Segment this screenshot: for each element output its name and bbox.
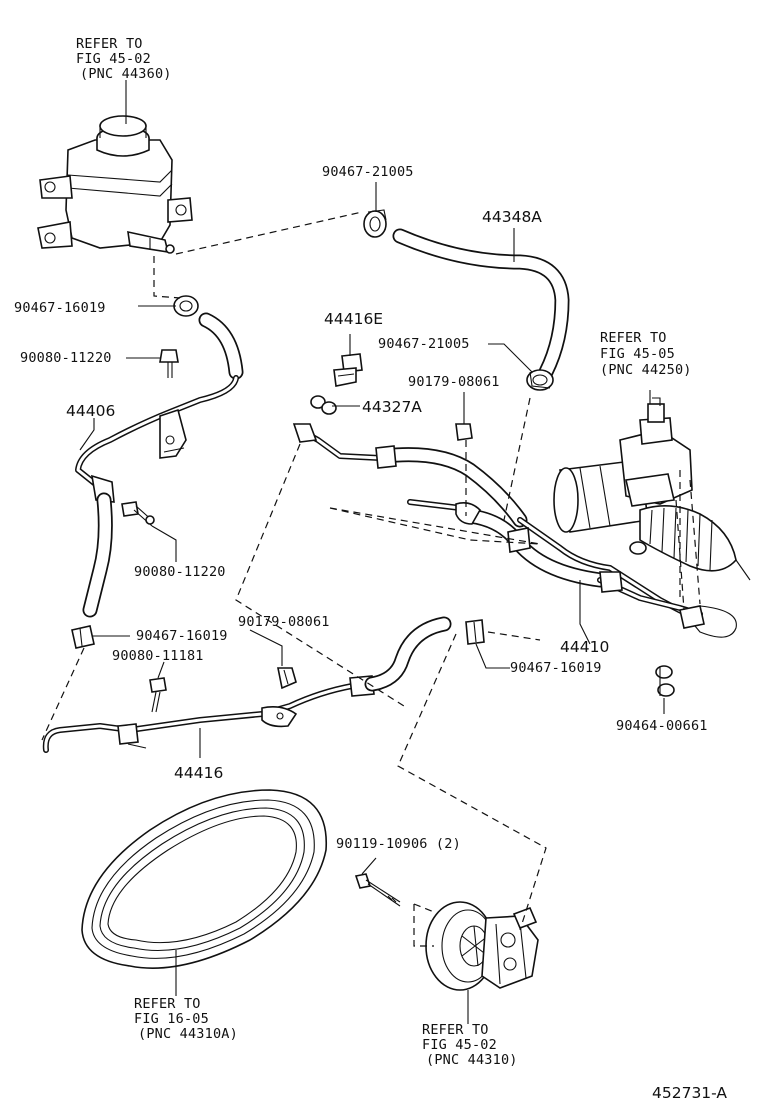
label-44416: 44416 bbox=[174, 764, 223, 782]
clamp-90467-21005-mid bbox=[526, 369, 554, 391]
bolt-90080-11220-top bbox=[159, 349, 179, 378]
callout-gear-ref: REFER TO FIG 45-05 (PNC 44250) bbox=[600, 330, 692, 378]
bolt-90119-10906 bbox=[354, 873, 401, 907]
label-90467-21005-top: 90467-21005 bbox=[322, 164, 414, 180]
gear-ref-line-1: REFER TO bbox=[600, 330, 667, 346]
reservoir-ref-line-3: (PNC 44360) bbox=[80, 66, 172, 82]
reservoir-tank bbox=[37, 115, 193, 254]
union-bolt-44416e bbox=[333, 353, 363, 387]
label-44416e: 44416E bbox=[324, 310, 383, 328]
pressure-hose-44410 bbox=[292, 423, 737, 638]
label-90179-08061-low: 90179-08061 bbox=[238, 614, 330, 630]
reservoir-ref-line-2: FIG 45-02 bbox=[76, 51, 151, 67]
pressure-tube-44416 bbox=[42, 675, 375, 753]
steering-gear-assembly bbox=[553, 397, 751, 581]
clamp-90464-00661 bbox=[655, 665, 675, 697]
hose-lower-middle bbox=[364, 616, 452, 692]
label-90080-11181: 90080-11181 bbox=[112, 648, 204, 664]
pump-ref-line-3: (PNC 44310) bbox=[426, 1052, 518, 1068]
label-44406: 44406 bbox=[66, 402, 115, 420]
callout-reservoir-ref: REFER TO FIG 45-02 (PNC 44360) bbox=[76, 36, 172, 82]
leader-lines bbox=[79, 80, 665, 1024]
label-90464-00661: 90464-00661 bbox=[616, 718, 708, 734]
label-90179-08061-mid: 90179-08061 bbox=[408, 374, 500, 390]
return-hose-44348a bbox=[392, 228, 570, 380]
clamp-90467-16019-low bbox=[71, 625, 95, 649]
clamp-90467-21005-top bbox=[363, 209, 387, 238]
gear-ref-line-3: (PNC 44250) bbox=[600, 362, 692, 378]
reservoir-ref-line-1: REFER TO bbox=[76, 36, 143, 52]
drive-belt bbox=[81, 789, 327, 969]
label-90467-21005-mid: 90467-21005 bbox=[378, 336, 470, 352]
belt-ref-line-3: (PNC 44310A) bbox=[138, 1026, 238, 1042]
clip-90179-08061-mid bbox=[455, 423, 473, 441]
flow-path-dashes bbox=[41, 211, 701, 947]
belt-ref-line-1: REFER TO bbox=[134, 996, 201, 1012]
label-90119-10906: 90119-10906 (2) bbox=[336, 836, 461, 852]
clamp-90467-16019-right bbox=[465, 619, 485, 645]
label-44410: 44410 bbox=[560, 638, 609, 656]
figure-id: 452731-A bbox=[652, 1084, 727, 1102]
clip-90179-08061-low bbox=[277, 667, 297, 690]
label-44327a: 44327A bbox=[362, 398, 422, 416]
clamp-90467-16019-left bbox=[173, 295, 199, 317]
label-44348a: 44348A bbox=[482, 208, 542, 226]
label-90467-16019-right: 90467-16019 bbox=[510, 660, 602, 676]
pump-ref-line-1: REFER TO bbox=[422, 1022, 489, 1038]
pump-ref-line-2: FIG 45-02 bbox=[422, 1037, 497, 1053]
callout-belt-ref: REFER TO FIG 16-05 (PNC 44310A) bbox=[134, 996, 238, 1042]
hose-lower-left bbox=[82, 474, 115, 618]
label-90080-11220-top: 90080-11220 bbox=[20, 350, 112, 366]
bolt-90080-11181 bbox=[149, 677, 167, 713]
callout-pump-ref: REFER TO FIG 45-02 (PNC 44310) bbox=[422, 1022, 518, 1068]
power-steering-pump bbox=[425, 901, 539, 991]
bolt-90080-11220-mid bbox=[121, 501, 155, 527]
gasket-44327a bbox=[310, 395, 337, 415]
label-90080-11220-mid: 90080-11220 bbox=[134, 564, 226, 580]
gear-ref-line-2: FIG 45-05 bbox=[600, 346, 675, 362]
label-90467-16019-low: 90467-16019 bbox=[136, 628, 228, 644]
label-90467-16019-left: 90467-16019 bbox=[14, 300, 106, 316]
belt-ref-line-2: FIG 16-05 bbox=[134, 1011, 209, 1027]
supply-hose-upper bbox=[198, 312, 244, 380]
pressure-tube-44406 bbox=[75, 375, 239, 489]
